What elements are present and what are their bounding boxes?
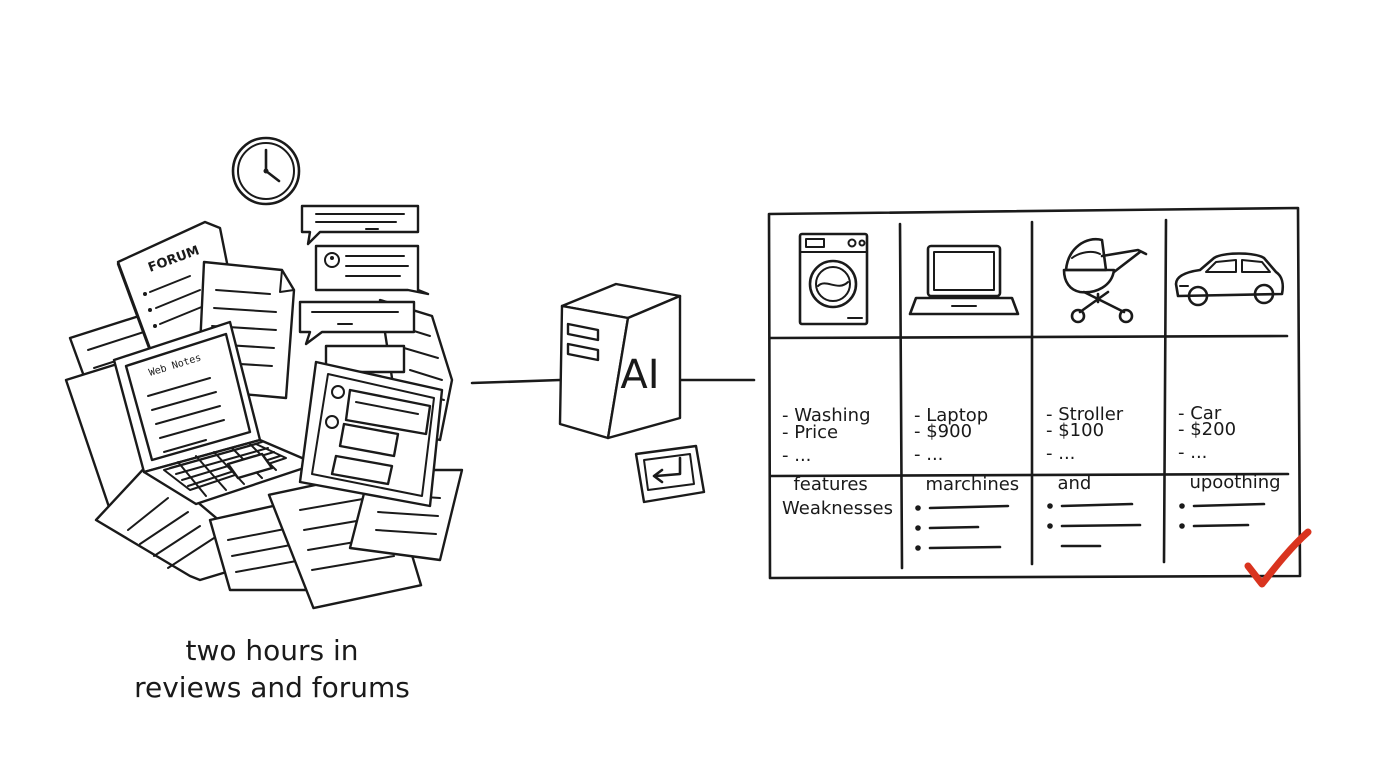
weakness-bullets-col2 <box>915 504 1010 551</box>
table-col-4-more: - ... <box>1178 442 1208 463</box>
ai-server-icon: AI <box>558 282 682 440</box>
weakness-bullets-col3 <box>1047 502 1142 548</box>
table-col-3-line2: and <box>1046 473 1092 494</box>
weakness-bullets-col4 <box>1179 502 1266 529</box>
table-col-4-features: - Car upoothing <box>1178 356 1281 517</box>
table-col-1-price: - Price <box>782 422 839 443</box>
table-col-3-features: - Stroller and <box>1046 357 1123 518</box>
caption: two hours in reviews and forums <box>110 632 434 706</box>
table-col-3-more: - ... <box>1046 443 1076 464</box>
ai-label: AI <box>620 352 659 398</box>
table-col-1-more: - ... <box>782 445 812 466</box>
enter-key-icon <box>634 444 706 504</box>
car-icon <box>1174 252 1285 307</box>
tablet-illustration <box>298 360 444 508</box>
table-col-4-line1: - Car <box>1178 403 1222 424</box>
table-col-3-line1: - Stroller <box>1046 404 1124 425</box>
processing-flow: AI <box>470 282 756 504</box>
washing-machine-icon <box>798 232 869 326</box>
clock-icon <box>231 136 301 206</box>
table-col-2-line1: - Laptop <box>914 405 989 426</box>
table-col-2-features: - Laptop marchines <box>914 358 1019 519</box>
chat-bubbles <box>298 204 430 374</box>
table-col-3-price: - $100 <box>1046 420 1105 441</box>
weaknesses-label: Weaknesses <box>782 498 893 519</box>
table-col-2-price: - $900 <box>914 421 973 442</box>
research-clutter: FORUM Web Notes <box>64 136 464 610</box>
laptop-illustration: Web Notes <box>112 320 318 506</box>
laptop-icon <box>908 244 1020 316</box>
table-col-1-line2: features <box>782 474 868 495</box>
table-col-2-line2: marchines <box>914 474 1020 495</box>
table-col-1-line1: - Washing <box>782 405 871 426</box>
table-col-4-price: - $200 <box>1178 419 1237 440</box>
comparison-table <box>767 206 1302 580</box>
checkmark-icon <box>1244 528 1312 588</box>
stroller-icon <box>1062 237 1148 324</box>
connector-line-left <box>470 378 562 385</box>
caption-line-2: reviews and forums <box>134 671 410 704</box>
caption-line-1: two hours in <box>185 634 359 667</box>
table-col-4-line2: upoothing <box>1178 472 1281 493</box>
table-col-1-features: - Washing features <box>782 358 871 519</box>
table-col-2-more: - ... <box>914 444 944 465</box>
